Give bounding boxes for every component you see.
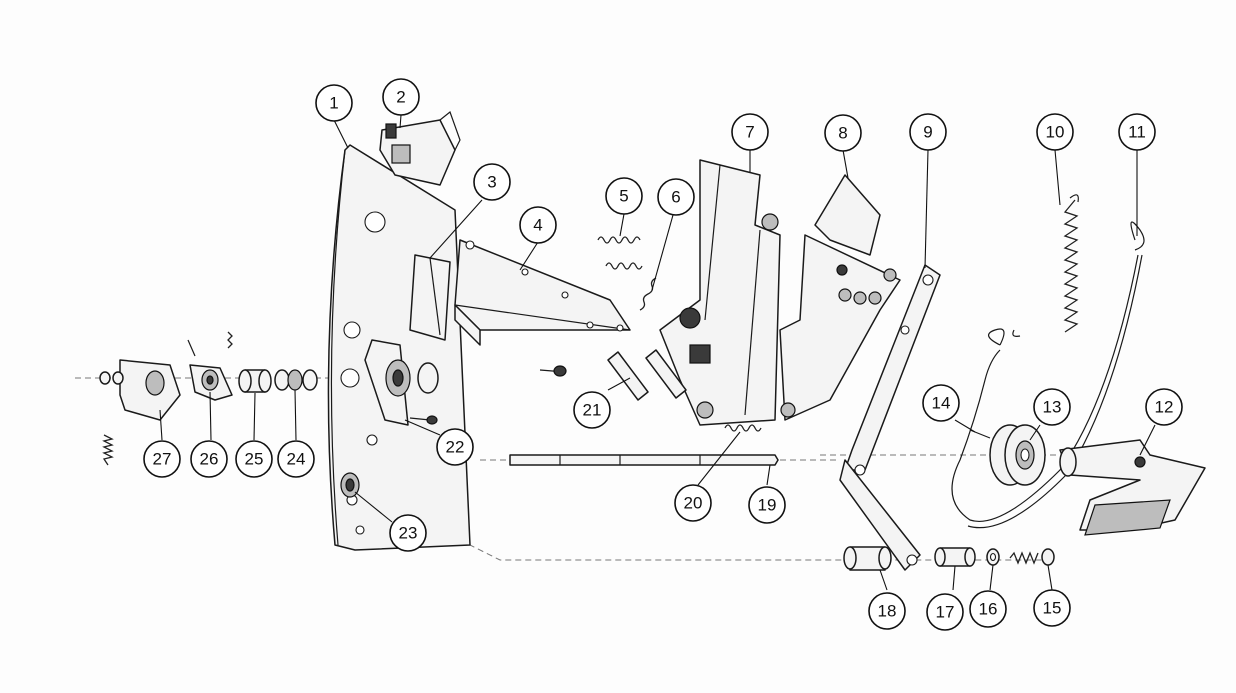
callout-10-label: 10: [1046, 123, 1065, 142]
callout-25-label: 25: [245, 450, 264, 469]
part-nut-23: [340, 472, 360, 498]
callout-12: 12: [1145, 388, 1183, 426]
callout-14: 14: [922, 384, 960, 422]
part-spacer-18: [843, 546, 892, 571]
callout-5: 5: [605, 177, 643, 215]
callout-6: 6: [657, 178, 695, 216]
callout-8: 8: [824, 114, 862, 152]
callout-7: 7: [731, 113, 769, 151]
part-bracket-8: [779, 174, 901, 421]
part-shaft: [509, 454, 779, 466]
part-cable: [951, 221, 1145, 529]
callout-13: 13: [1033, 388, 1071, 426]
callout-26: 26: [190, 440, 228, 478]
callout-27-label: 27: [153, 450, 172, 469]
callout-5-label: 5: [619, 187, 628, 206]
callout-4-label: 4: [533, 216, 542, 235]
callout-17-label: 17: [936, 603, 955, 622]
callout-27: 27: [143, 440, 181, 478]
callout-1-label: 1: [329, 94, 338, 113]
part-spring-20: [724, 424, 762, 432]
callout-19: 19: [748, 486, 786, 524]
callout-18-label: 18: [878, 602, 897, 621]
callout-23: 23: [389, 514, 427, 552]
callout-16-label: 16: [979, 600, 998, 619]
callout-10: 10: [1036, 113, 1074, 151]
callout-15: 15: [1033, 589, 1071, 627]
part-cam-housing: [1059, 439, 1206, 536]
callout-22-label: 22: [446, 438, 465, 457]
part-springs-5: [597, 236, 643, 270]
callout-16: 16: [969, 590, 1007, 628]
callout-1: 1: [315, 84, 353, 122]
part-long-link: [839, 264, 941, 571]
callout-11-label: 11: [1128, 123, 1146, 142]
part-washer-16: [986, 548, 1000, 566]
part-sleeve-25: [227, 331, 272, 393]
callout-19-label: 19: [758, 496, 777, 515]
callout-2-label: 2: [396, 88, 405, 107]
part-cam-26: [187, 339, 233, 401]
part-spring-6: [639, 277, 657, 311]
part-screw-15: [1009, 548, 1055, 566]
callout-9: 9: [909, 113, 947, 151]
callout-15-label: 15: [1043, 599, 1062, 618]
part-lever-arm: [454, 239, 631, 346]
callout-21-label: 21: [583, 401, 602, 420]
callout-8-label: 8: [838, 124, 847, 143]
callout-26-label: 26: [200, 450, 219, 469]
callout-24: 24: [277, 440, 315, 478]
callout-18: 18: [868, 592, 906, 630]
part-switch: [379, 111, 461, 186]
callout-14-label: 14: [932, 394, 951, 413]
callout-17: 17: [926, 593, 964, 631]
callout-4: 4: [519, 206, 557, 244]
part-latch-assembly: [659, 159, 781, 426]
callout-6-label: 6: [671, 188, 680, 207]
part-bracket-3: [409, 254, 451, 341]
part-lever-27: [99, 359, 181, 466]
callout-13-label: 13: [1043, 398, 1062, 417]
part-pins-21: [539, 349, 687, 401]
part-bushing-17: [934, 547, 976, 567]
leader-lines: [159, 114, 1156, 591]
part-coil-spring-10: [1012, 194, 1079, 337]
callout-20-label: 20: [684, 494, 703, 513]
callout-24-label: 24: [287, 450, 306, 469]
callout-9-label: 9: [923, 123, 932, 142]
callout-20: 20: [674, 484, 712, 522]
callout-12-label: 12: [1155, 398, 1174, 417]
part-roller-bracket: [364, 339, 439, 426]
part-pulley: [989, 424, 1046, 486]
callout-11: 11: [1118, 113, 1156, 151]
part-washer-24: [274, 369, 318, 391]
callout-23-label: 23: [399, 524, 418, 543]
callout-25: 25: [235, 440, 273, 478]
callout-2: 2: [382, 78, 420, 116]
callout-7-label: 7: [745, 123, 754, 142]
callout-22: 22: [436, 428, 474, 466]
callout-3: 3: [473, 163, 511, 201]
callout-21: 21: [573, 391, 611, 429]
callout-3-label: 3: [487, 173, 496, 192]
